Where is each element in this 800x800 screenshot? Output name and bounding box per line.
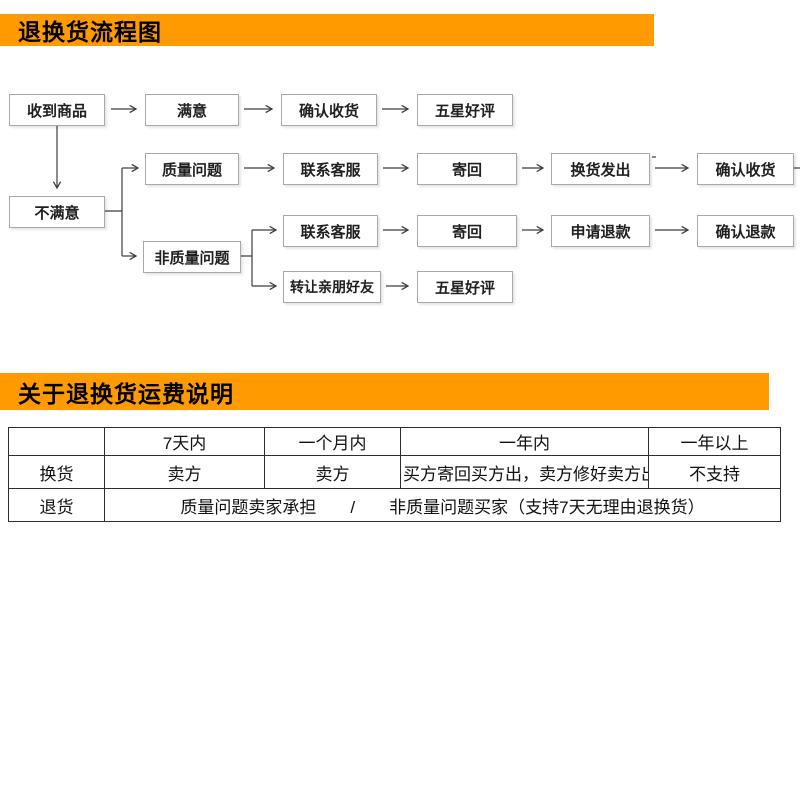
fee-table-container: 7天内 一个月内 一年内 一年以上 换货 卖方 卖方 买方寄回买方出，卖方修好卖…	[8, 427, 781, 522]
flow-node-confirm-receipt: 确认收货	[281, 94, 377, 126]
section-header-shipping-fee: 关于退换货运费说明	[0, 373, 769, 410]
flow-node-confirm-refund: 确认退款	[697, 215, 794, 247]
flow-node-contact-service-2: 联系客服	[283, 215, 378, 247]
flow-node-satisfied: 满意	[145, 94, 239, 126]
fee-table-header-cell: 一年以上	[648, 427, 781, 456]
flow-node-non-quality-issue: 非质量问题	[143, 241, 241, 273]
flow-node-send-back-2: 寄回	[417, 215, 517, 247]
fee-table-row-label: 退货	[8, 488, 105, 522]
flowchart-section-title: 退换货流程图	[18, 19, 162, 45]
flow-node-exchange-shipped: 换货发出	[551, 153, 650, 185]
flow-node-unsatisfied: 不满意	[9, 196, 105, 228]
flow-node-send-back: 寄回	[417, 153, 517, 185]
fee-table-cell-merged: 质量问题卖家承担 / 非质量问题买家（支持7天无理由退换货）	[104, 488, 781, 522]
fee-table-cell: 买方寄回买方出，卖方修好卖方出	[400, 455, 649, 489]
flow-node-transfer-to-friends: 转让亲朋好友	[283, 271, 381, 303]
fee-table-header-row: 7天内 一个月内 一年内 一年以上	[8, 427, 781, 456]
flow-node-contact-service: 联系客服	[283, 153, 378, 185]
flow-node-quality-issue: 质量问题	[145, 153, 239, 185]
fee-table-header-cell: 7天内	[104, 427, 265, 456]
fee-table-header-cell	[8, 427, 105, 456]
fee-table-header-cell: 一个月内	[264, 427, 401, 456]
fee-table-cell: 不支持	[648, 455, 781, 489]
flow-node-confirm-receipt-2: 确认收货	[697, 153, 794, 185]
fee-table-row-label: 换货	[8, 455, 105, 489]
flow-node-five-star-review: 五星好评	[417, 94, 513, 126]
fee-table: 7天内 一个月内 一年内 一年以上 换货 卖方 卖方 买方寄回买方出，卖方修好卖…	[8, 427, 781, 522]
fee-table-cell: 卖方	[104, 455, 265, 489]
fee-table-cell: 卖方	[264, 455, 401, 489]
shipping-fee-section-title: 关于退换货运费说明	[18, 380, 234, 407]
flow-node-receive-goods: 收到商品	[9, 94, 105, 126]
fee-table-row-return: 退货 质量问题卖家承担 / 非质量问题买家（支持7天无理由退换货）	[8, 488, 781, 522]
flow-connectors	[52, 104, 800, 291]
flow-node-five-star-review-2: 五星好评	[417, 271, 513, 303]
section-header-flowchart: 退换货流程图	[0, 14, 654, 46]
flow-node-request-refund: 申请退款	[551, 215, 650, 247]
fee-table-header-cell: 一年内	[400, 427, 649, 456]
fee-table-row-exchange: 换货 卖方 卖方 买方寄回买方出，卖方修好卖方出 不支持	[8, 455, 781, 489]
